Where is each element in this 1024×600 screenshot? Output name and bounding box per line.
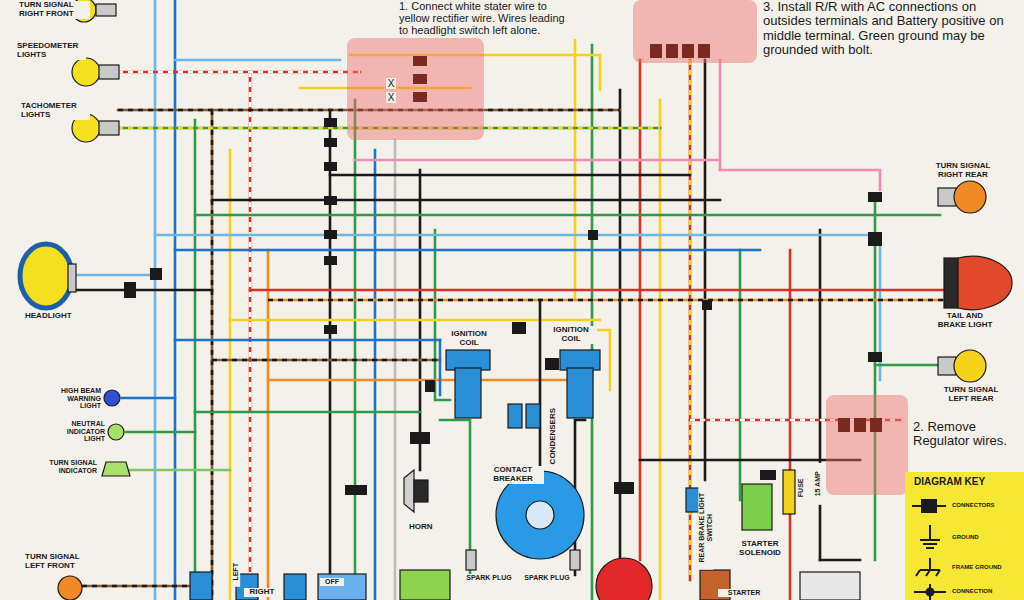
part-label: HIGH BEAM WARNING LIGHT [44,387,102,410]
part-label: NEUTRAL INDICATOR LIGHT [48,420,106,443]
note-text: 1. Connect white stater wire to yellow r… [398,0,570,36]
highlight-region [826,395,908,495]
connector-symbols [124,118,882,495]
part-label: TURN SIGNAL LEFT REAR [934,386,1008,404]
key-symbols [912,500,946,600]
note-text: 3. Install R/R with AC connections on ou… [762,0,1020,57]
part-label: TACHOMETER LIGHTS [20,102,90,120]
part-label: HORN [408,523,440,532]
cut-mark: X [386,92,396,103]
part-label: IGNITION COIL [443,330,495,348]
electrical-symbols [190,470,860,600]
key-entry: FRAME GROUND [951,564,1021,571]
part-label: REAR BRAKE LIGHT SWITCH [698,486,713,570]
part-label: IGNITION COIL [545,326,597,344]
part-label: SPEEDOMETER LIGHTS [16,42,86,60]
cut-mark: X [386,78,396,89]
key-entry: CONNECTION [951,588,1021,595]
ignition-symbols [404,350,600,570]
part-label: STARTER [718,589,770,597]
part-label: TURN SIGNAL RIGHT REAR [926,162,1000,180]
part-label: CONTACT BREAKER [482,466,544,484]
part-label: SPARK PLUG [464,574,514,582]
part-label: STARTER SOLENOID [732,540,788,558]
key-title: DIAGRAM KEY [913,476,1017,487]
part-label: SPARK PLUG [522,574,572,582]
highlight-region [633,0,757,63]
rear-light-symbols [938,181,1012,382]
key-box: DIAGRAM KEY CONNECTORS GROUND FRAME GROUND C… [905,472,1024,600]
switch-label: LEFT [232,557,240,587]
bulb-symbols [20,0,130,600]
part-label: TURN SIGNAL RIGHT FRONT [18,1,90,19]
connector-block [413,44,882,432]
part-label: HEADLIGHT [24,312,86,321]
highlight-region [347,38,484,140]
part-label: FUSE [797,473,805,503]
switch-label: RIGHT [244,588,280,597]
part-label: TURN SIGNAL INDICATOR [40,459,98,474]
wires [72,0,945,600]
switch-label: OFF [320,578,344,586]
note-text: 2. Remove Regulator wires. [912,420,1018,449]
key-entry: GROUND [951,534,1021,541]
part-label: TAIL AND BRAKE LIGHT [934,312,996,330]
part-label: 15 AMP [814,463,822,505]
part-label: TURN SIGNAL LEFT FRONT [24,553,102,571]
part-label: CONDENSERS [549,407,558,465]
key-panel [905,472,1024,600]
key-entry: CONNECTORS [951,502,1021,509]
